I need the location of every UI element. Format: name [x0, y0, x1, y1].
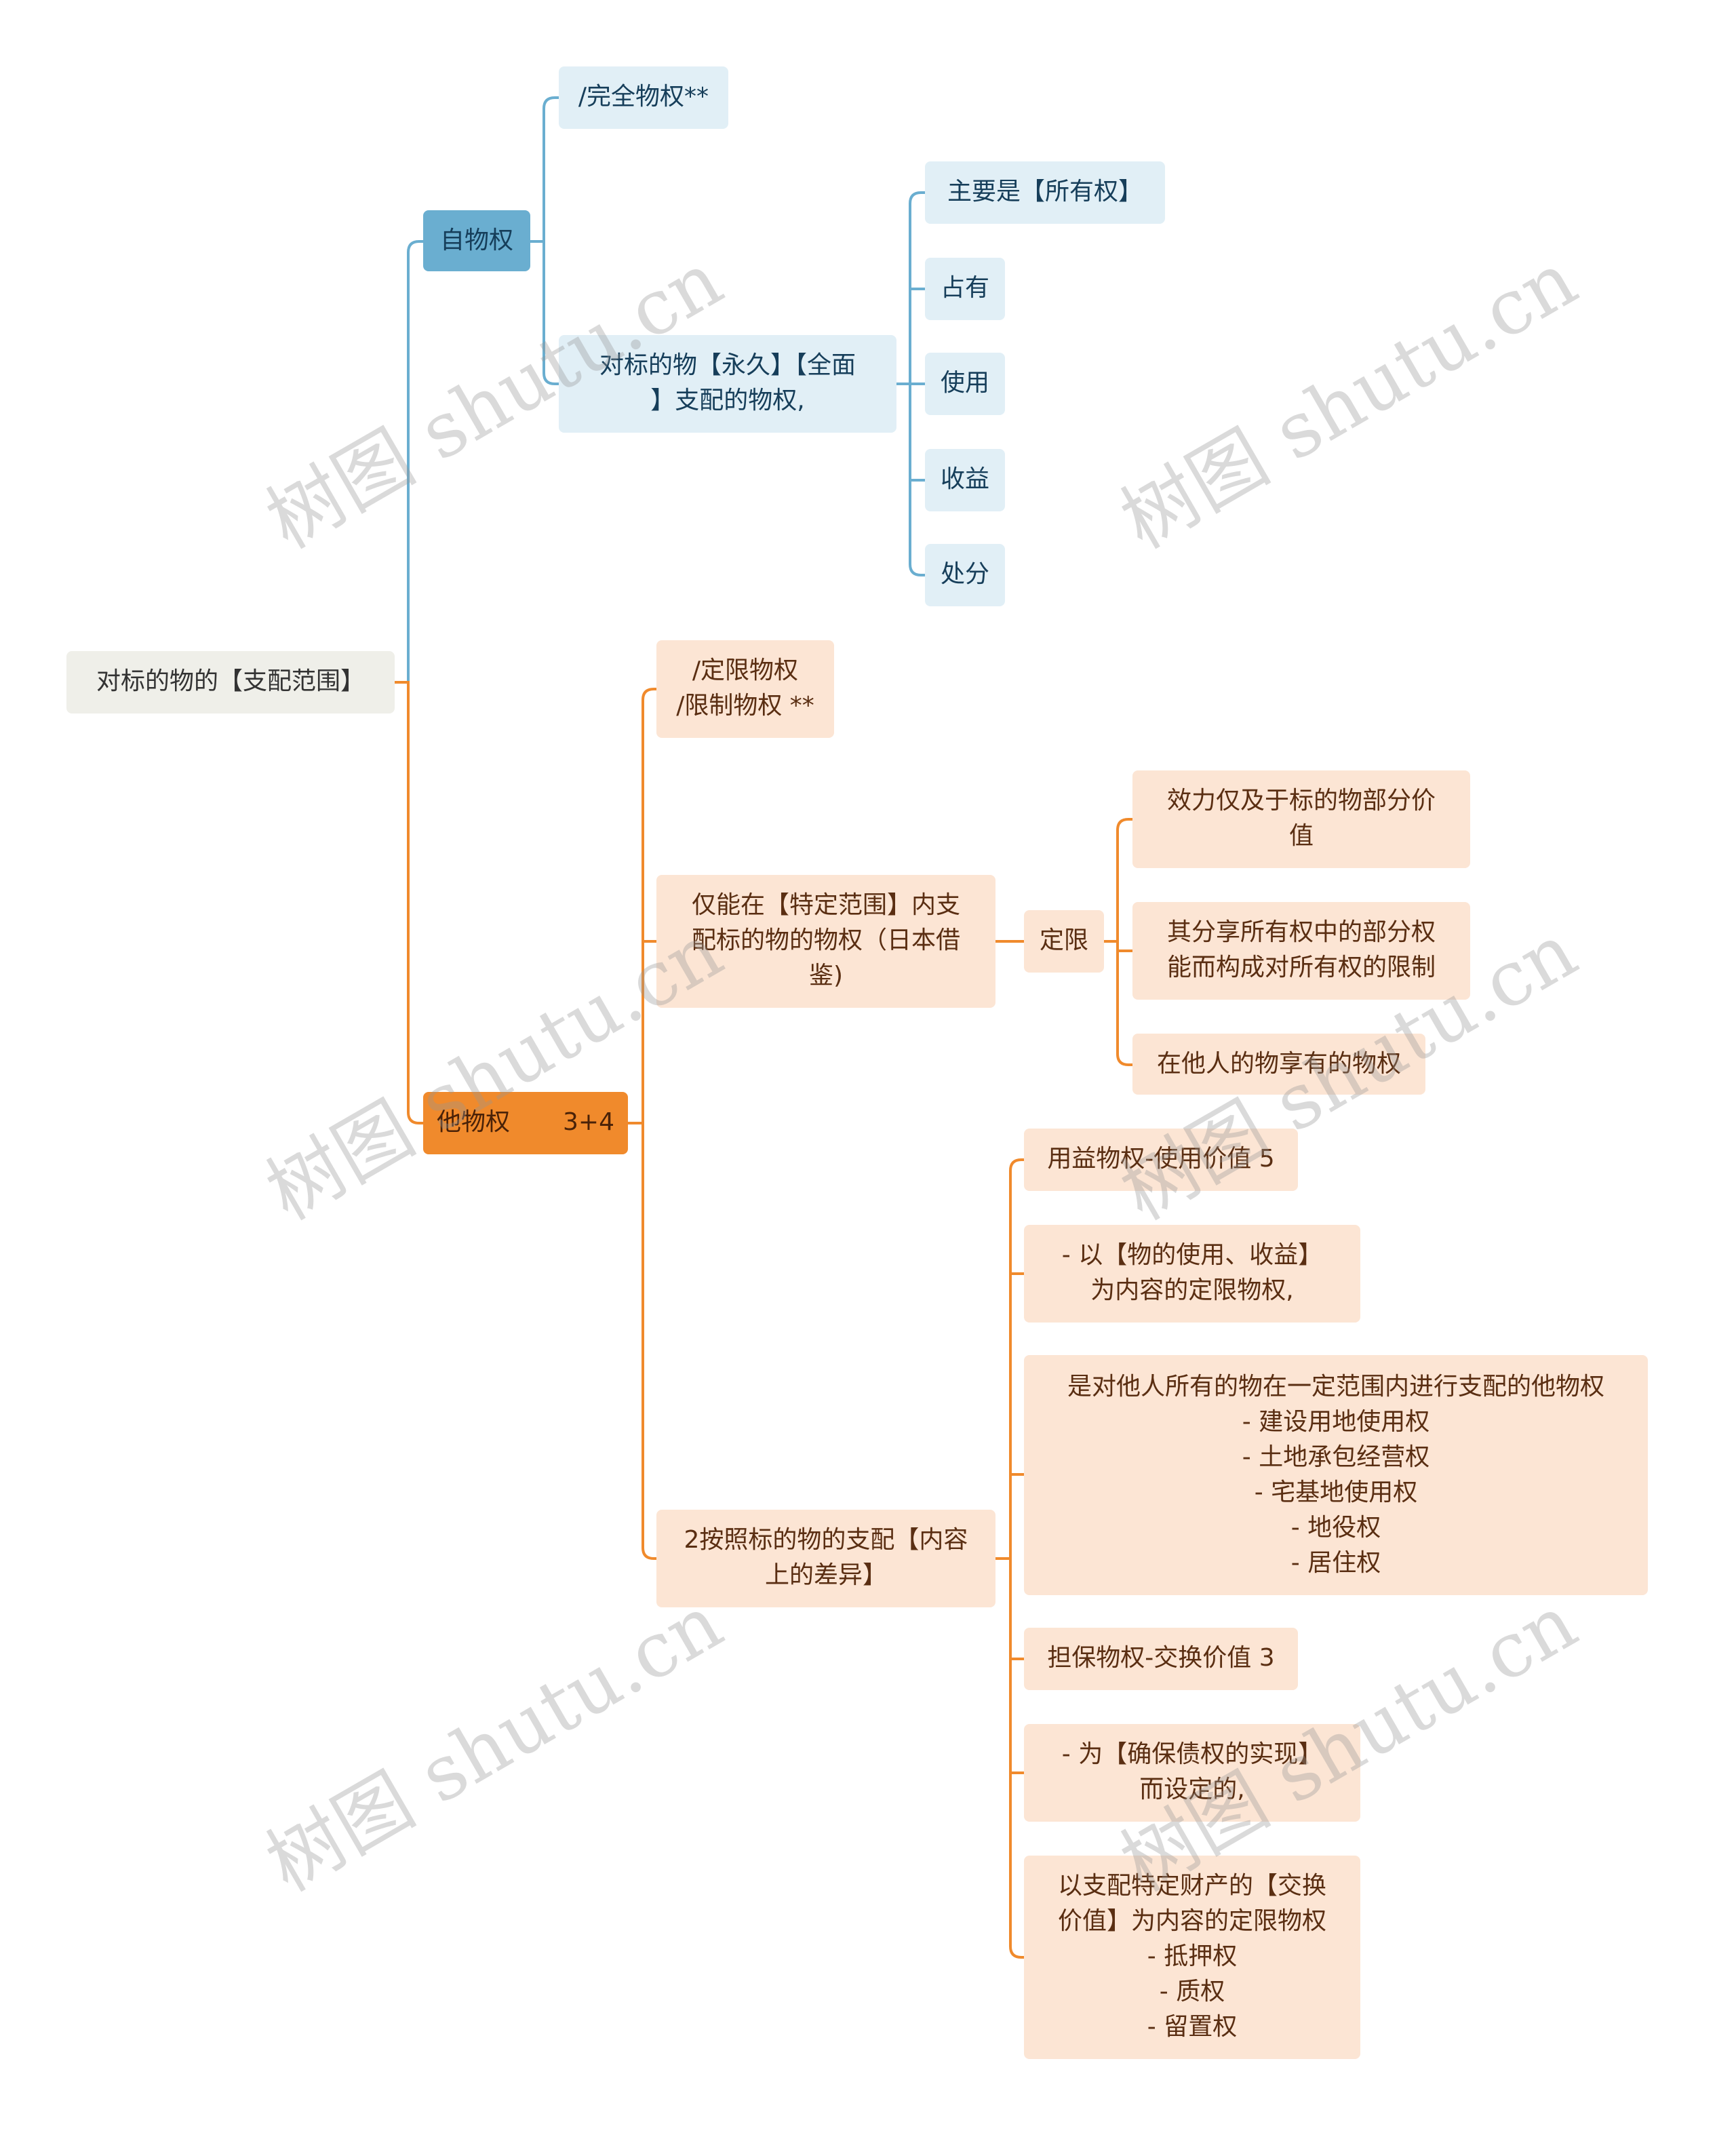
node-share-ownership[interactable]: 其分享所有权中的部分权 能而构成对所有权的限制 [1132, 902, 1470, 1000]
node-usufruct-desc[interactable]: - 以【物的使用、收益】 为内容的定限物权, [1024, 1225, 1360, 1323]
node-benefit[interactable]: 收益 [925, 449, 1005, 511]
blue-connectors [395, 96, 925, 684]
node-limited-property[interactable]: /定限物权 /限制物权 ** [656, 640, 834, 738]
node-usufruct[interactable]: 用益物权-使用价值 5 [1024, 1129, 1298, 1191]
node-security-list[interactable]: 以支配特定财产的【交换 价值】为内容的定限物权 - 抵押权 - 质权 - 留置权 [1024, 1856, 1360, 2059]
node-partial-value[interactable]: 效力仅及于标的物部分价 值 [1132, 770, 1470, 868]
node-content-difference[interactable]: 2按照标的物的支配【内容 上的差异】 [656, 1510, 995, 1607]
node-usufruct-list[interactable]: 是对他人所有的物在一定范围内进行支配的他物权 - 建设用地使用权 - 土地承包经… [1024, 1355, 1648, 1595]
node-dispose[interactable]: 处分 [925, 544, 1005, 606]
node-zi-wuquan[interactable]: 自物权 [423, 210, 530, 271]
node-permanent-control[interactable]: 对标的物【永久】【全面 】支配的物权, [559, 335, 896, 433]
orange-connectors [395, 681, 1132, 1959]
node-possess[interactable]: 占有 [925, 258, 1005, 320]
node-others-property[interactable]: 在他人的物享有的物权 [1132, 1034, 1425, 1095]
node-security[interactable]: 担保物权-交换价值 3 [1024, 1628, 1298, 1690]
node-security-desc[interactable]: - 为【确保债权的实现】 而设定的, [1024, 1724, 1360, 1822]
node-count: 3+4 [563, 1108, 614, 1137]
node-ta-wuquan[interactable]: 他物权 3+4 [423, 1092, 628, 1154]
node-label: 他物权 [437, 1108, 510, 1137]
node-dingxian[interactable]: 定限 [1024, 910, 1104, 973]
node-full-property[interactable]: /完全物权** [559, 66, 728, 129]
node-ownership[interactable]: 主要是【所有权】 [925, 161, 1165, 224]
node-specific-range[interactable]: 仅能在【特定范围】内支 配标的物的物权（日本借 鉴) [656, 875, 995, 1008]
node-use[interactable]: 使用 [925, 353, 1005, 415]
root-node[interactable]: 对标的物的【支配范围】 [66, 651, 395, 713]
